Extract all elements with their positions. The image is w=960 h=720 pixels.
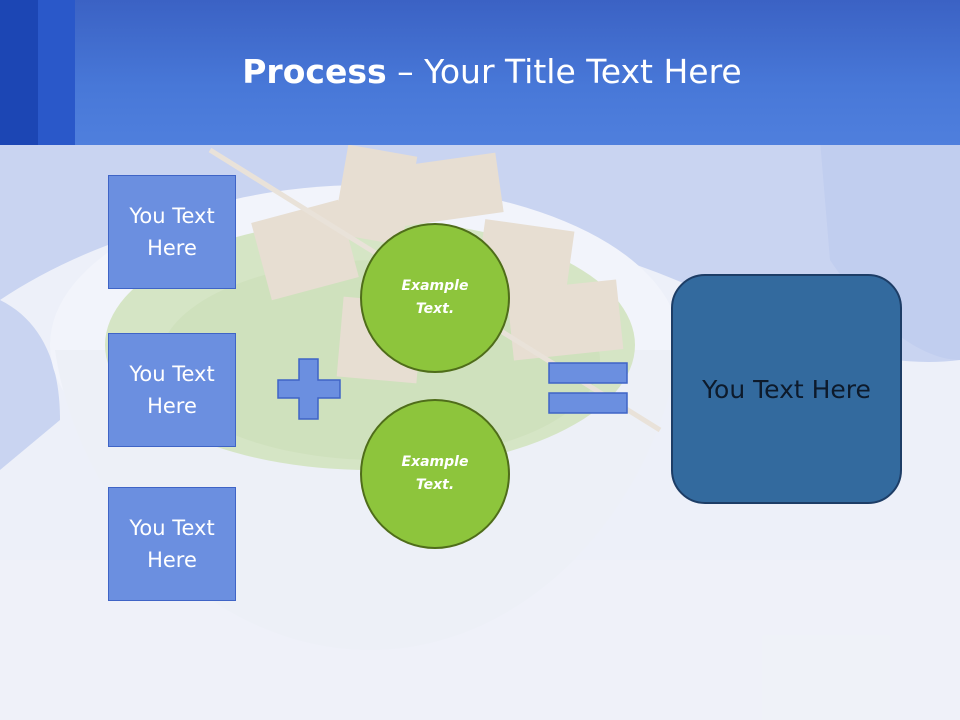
input-box-3[interactable]: You Text Here (108, 487, 236, 601)
title-header: Process – Your Title Text Here (0, 0, 960, 145)
header-stripe (0, 0, 38, 145)
circle-label: Example Text. (401, 454, 469, 493)
equals-icon (548, 362, 628, 414)
slide-title[interactable]: Process – Your Title Text Here (0, 52, 960, 91)
input-box-label: You Text Here (129, 516, 215, 572)
input-box-label: You Text Here (129, 204, 215, 260)
header-stripe (38, 0, 75, 145)
example-circle-2[interactable]: Example Text. (360, 399, 510, 549)
title-rest: – Your Title Text Here (386, 52, 742, 91)
circle-label: Example Text. (401, 278, 469, 317)
result-label: You Text Here (702, 374, 871, 404)
title-bold: Process (242, 52, 387, 91)
plus-icon (277, 358, 341, 420)
result-box[interactable]: You Text Here (671, 274, 902, 504)
input-box-2[interactable]: You Text Here (108, 333, 236, 447)
input-box-1[interactable]: You Text Here (108, 175, 236, 289)
input-box-label: You Text Here (129, 362, 215, 418)
example-circle-1[interactable]: Example Text. (360, 223, 510, 373)
